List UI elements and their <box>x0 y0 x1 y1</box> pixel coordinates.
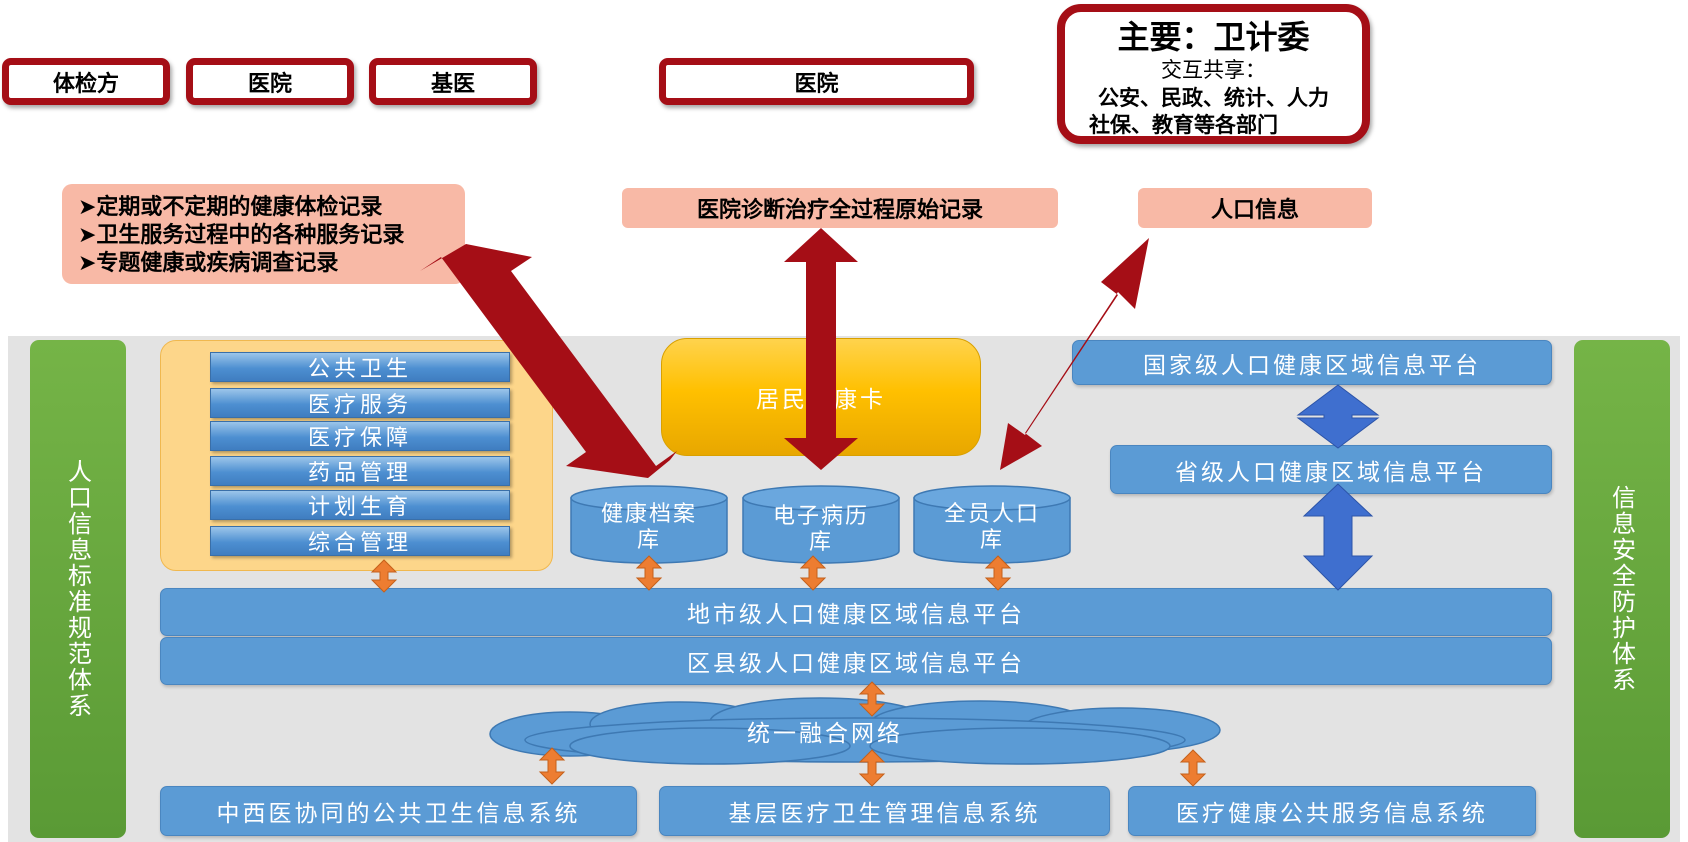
network-label: 统一融合网络 <box>747 721 903 747</box>
system-label: 中西医协同的公共卫生信息系统 <box>216 801 581 827</box>
system-label: 医疗健康公共服务信息系统 <box>1176 801 1488 827</box>
db-line: 库 <box>636 528 661 553</box>
record-line: ➤定期或不定期的健康体检记录 <box>78 195 383 220</box>
system-primary-care: 基层医疗卫生管理信息系统 <box>659 786 1110 836</box>
records-box-left: ➤定期或不定期的健康体检记录 ➤卫生服务过程中的各种服务记录 ➤专题健康或疾病调… <box>62 184 465 284</box>
top-box-label: 体检方 <box>52 71 119 97</box>
standards-system-bar: 人口信息标准规范体系 <box>30 340 126 838</box>
top-box-primary-care: 基医 <box>369 58 537 105</box>
provincial-platform: 省级人口健康区域信息平台 <box>1110 445 1552 494</box>
security-system-label: 信息安全防护体系 <box>1607 485 1636 693</box>
db-emr-label: 电子病历 库 <box>743 504 899 556</box>
security-system-bar: 信息安全防护体系 <box>1574 340 1670 838</box>
record-line: ➤专题健康或疾病调查记录 <box>78 251 339 276</box>
county-platform: 区县级人口健康区域信息平台 <box>160 637 1552 685</box>
system-public-service: 医疗健康公共服务信息系统 <box>1128 786 1536 836</box>
system-tcm-public-health: 中西医协同的公共卫生信息系统 <box>160 786 637 836</box>
records-box-center: 医院诊断治疗全过程原始记录 <box>622 188 1058 228</box>
db-line: 库 <box>808 530 833 555</box>
db-health-record-label: 健康档案 库 <box>571 502 727 554</box>
main-authority-line1: 公安、民政、统计、人力 <box>1098 86 1329 110</box>
record-line: ➤卫生服务过程中的各种服务记录 <box>78 223 405 248</box>
db-line: 电子病历 <box>772 504 869 529</box>
main-authority-box: 主要：卫计委 交互共享： 公安、民政、统计、人力 社保、教育等各部门 <box>1057 4 1370 144</box>
top-box-label: 基医 <box>430 71 475 97</box>
provincial-platform-label: 省级人口健康区域信息平台 <box>1175 459 1487 486</box>
top-box-label: 医院 <box>794 71 839 97</box>
db-line: 健康档案 <box>600 502 697 527</box>
standards-system-label: 人口信息标准规范体系 <box>63 459 92 719</box>
main-authority-share-label: 交互共享： <box>1161 58 1266 82</box>
records-right-label: 人口信息 <box>1210 198 1299 223</box>
top-box-label: 医院 <box>247 71 292 97</box>
national-platform-label: 国家级人口健康区域信息平台 <box>1143 352 1481 379</box>
network-cloud-icon <box>489 697 1221 765</box>
top-box-hospital-2: 医院 <box>659 58 974 105</box>
main-authority-title: 主要：卫计委 <box>1117 18 1310 56</box>
emr-db-icon <box>742 485 900 564</box>
db-line: 库 <box>979 528 1004 553</box>
menu-item-family-planning: 计划生育 <box>210 490 510 520</box>
city-platform-label: 地市级人口健康区域信息平台 <box>687 602 1025 628</box>
records-center-label: 医院诊断治疗全过程原始记录 <box>696 198 983 223</box>
db-population-label: 全员人口 库 <box>914 502 1070 554</box>
main-authority-line2: 社保、教育等各部门 <box>1089 113 1278 137</box>
top-box-hospital: 医院 <box>186 58 354 105</box>
records-box-right: 人口信息 <box>1138 188 1372 228</box>
top-box-exam-party: 体检方 <box>2 58 170 105</box>
city-platform: 地市级人口健康区域信息平台 <box>160 588 1552 636</box>
db-line: 全员人口 <box>943 502 1040 527</box>
system-label: 基层医疗卫生管理信息系统 <box>728 801 1041 827</box>
county-platform-label: 区县级人口健康区域信息平台 <box>687 651 1025 677</box>
menu-item-general-management: 综合管理 <box>210 526 510 556</box>
national-platform: 国家级人口健康区域信息平台 <box>1072 340 1552 385</box>
